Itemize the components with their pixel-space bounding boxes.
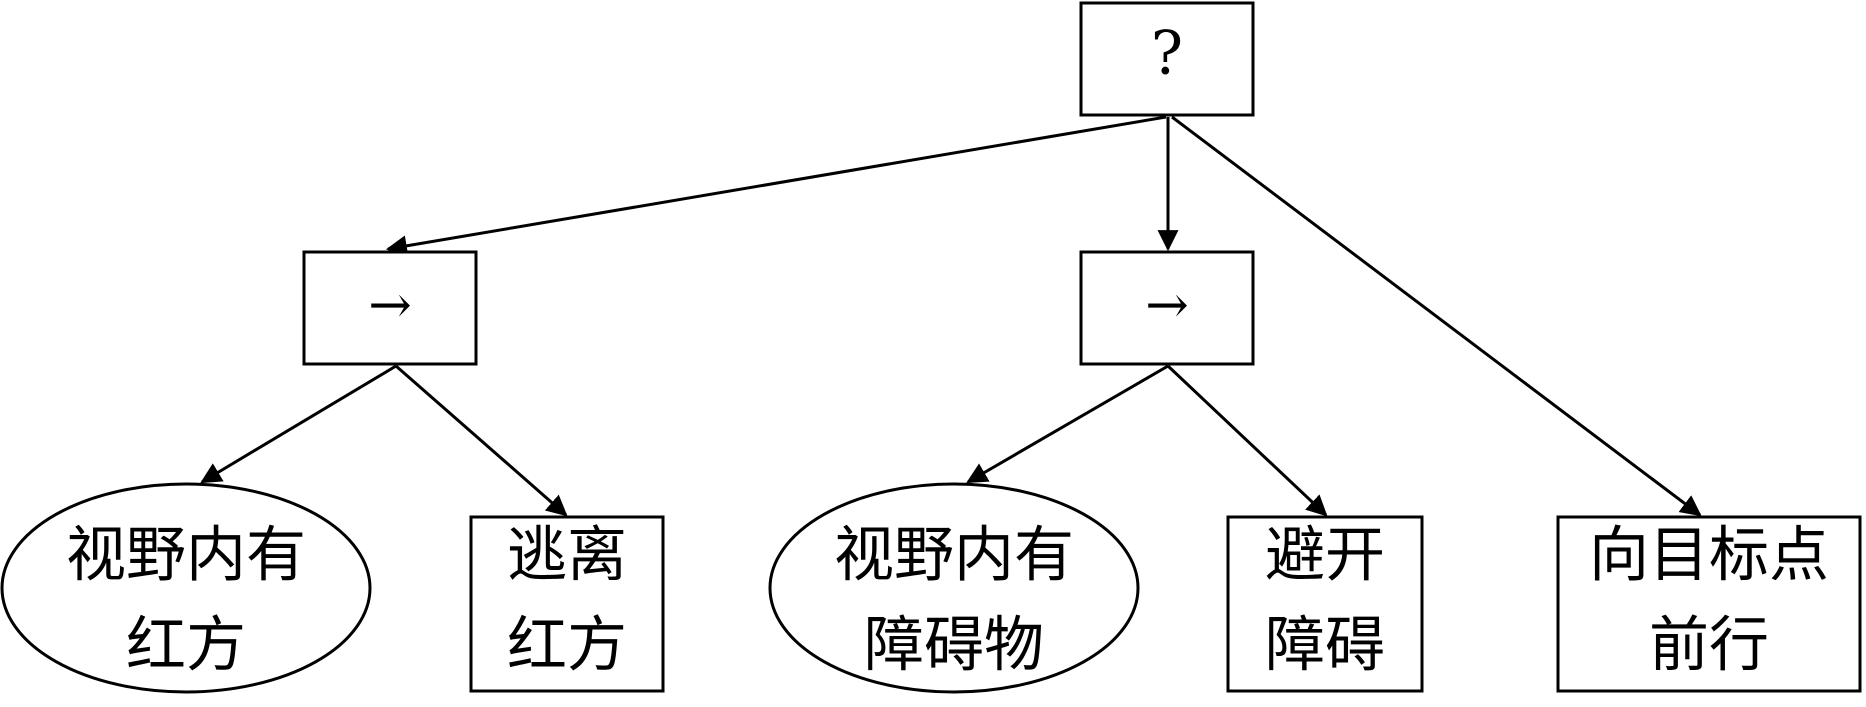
edge-sequence-1-to-condition-red	[200, 364, 397, 484]
edge-root-to-sequence-1	[385, 115, 1167, 257]
selector-node: ?	[1079, 1, 1255, 117]
action-move-to-target: 向目标点 前行	[1556, 515, 1862, 693]
action-escape-red-box	[469, 515, 665, 693]
condition-red-in-view: 视野内有 红方	[0, 482, 372, 694]
condition-red-in-view-line-2: 红方	[126, 611, 246, 681]
edge-sequence-2-to-condition-obstacle	[966, 364, 1169, 484]
sequence-node-1-box	[302, 250, 478, 366]
action-escape-red: 逃离 红方	[469, 515, 665, 693]
edge-sequence-1-to-escape-red	[395, 364, 568, 517]
action-avoid-obstacle: 避开 障碍	[1226, 515, 1424, 693]
selector-node-label: ?	[1151, 19, 1183, 89]
action-avoid-obstacle-line-2: 障碍	[1265, 611, 1385, 681]
edge-root-to-move-to-target	[1171, 115, 1702, 517]
sequence-node-2-label: →	[1145, 276, 1189, 336]
action-move-to-target-line-1: 向目标点	[1589, 521, 1829, 591]
action-avoid-obstacle-line-1: 避开	[1265, 521, 1385, 591]
condition-obstacle-in-view-line-2: 障碍物	[864, 611, 1044, 681]
condition-obstacle-in-view-shape	[768, 482, 1140, 694]
action-escape-red-line-2: 红方	[507, 611, 627, 681]
condition-red-in-view-line-1: 视野内有	[66, 521, 306, 591]
action-move-to-target-box	[1556, 515, 1862, 693]
edge-sequence-2-to-avoid-obstacle	[1166, 364, 1328, 517]
sequence-node-2: →	[1079, 250, 1255, 366]
condition-obstacle-in-view-line-1: 视野内有	[834, 521, 1074, 591]
condition-obstacle-in-view: 视野内有 障碍物	[768, 482, 1140, 694]
action-escape-red-line-1: 逃离	[507, 521, 627, 591]
action-move-to-target-line-2: 前行	[1649, 611, 1769, 681]
condition-red-in-view-shape	[0, 482, 372, 694]
sequence-node-2-box	[1079, 250, 1255, 366]
action-avoid-obstacle-box	[1226, 515, 1424, 693]
selector-node-box	[1079, 1, 1255, 117]
sequence-node-1: →	[302, 250, 478, 366]
sequence-node-1-label: →	[368, 276, 412, 336]
